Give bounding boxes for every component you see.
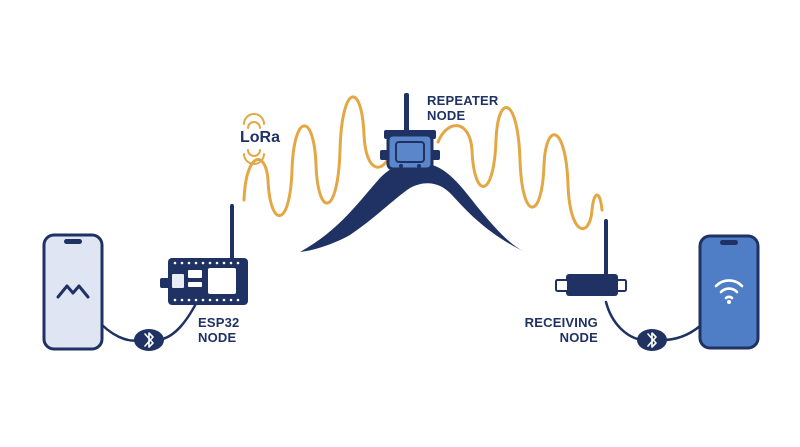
right-phone: [698, 234, 760, 350]
chevron-logo-icon: [56, 284, 90, 299]
hill-shape: [300, 163, 525, 252]
receiver-antenna: [604, 219, 608, 277]
esp32-node-label: ESP32 NODE: [198, 315, 239, 345]
esp32-antenna: [230, 204, 234, 264]
repeater-label-line1: REPEATER: [427, 93, 499, 108]
lora-wave-right: [436, 106, 604, 230]
lora-label: LoRa: [240, 129, 280, 146]
signal-waves-icon: [243, 113, 265, 165]
receiving-label-line2: NODE: [559, 330, 598, 345]
receiving-label-line1: RECEIVING: [524, 315, 598, 330]
left-phone: [42, 233, 104, 351]
bluetooth-icon: [134, 329, 164, 351]
receiver-dongle: [555, 274, 627, 296]
esp32-board: [160, 258, 248, 305]
esp32-label-line2: NODE: [198, 330, 237, 345]
repeater-antenna: [404, 93, 409, 135]
receiving-node-label: RECEIVING NODE: [523, 315, 598, 345]
wifi-icon: [714, 279, 744, 300]
esp32-label-line1: ESP32: [198, 315, 240, 330]
repeater-node-label: REPEATER NODE: [427, 93, 498, 123]
bluetooth-icon: [637, 329, 667, 351]
repeater-label-line2: NODE: [427, 108, 466, 123]
repeater-device: [380, 130, 440, 171]
lora-wave-left: [242, 95, 394, 217]
